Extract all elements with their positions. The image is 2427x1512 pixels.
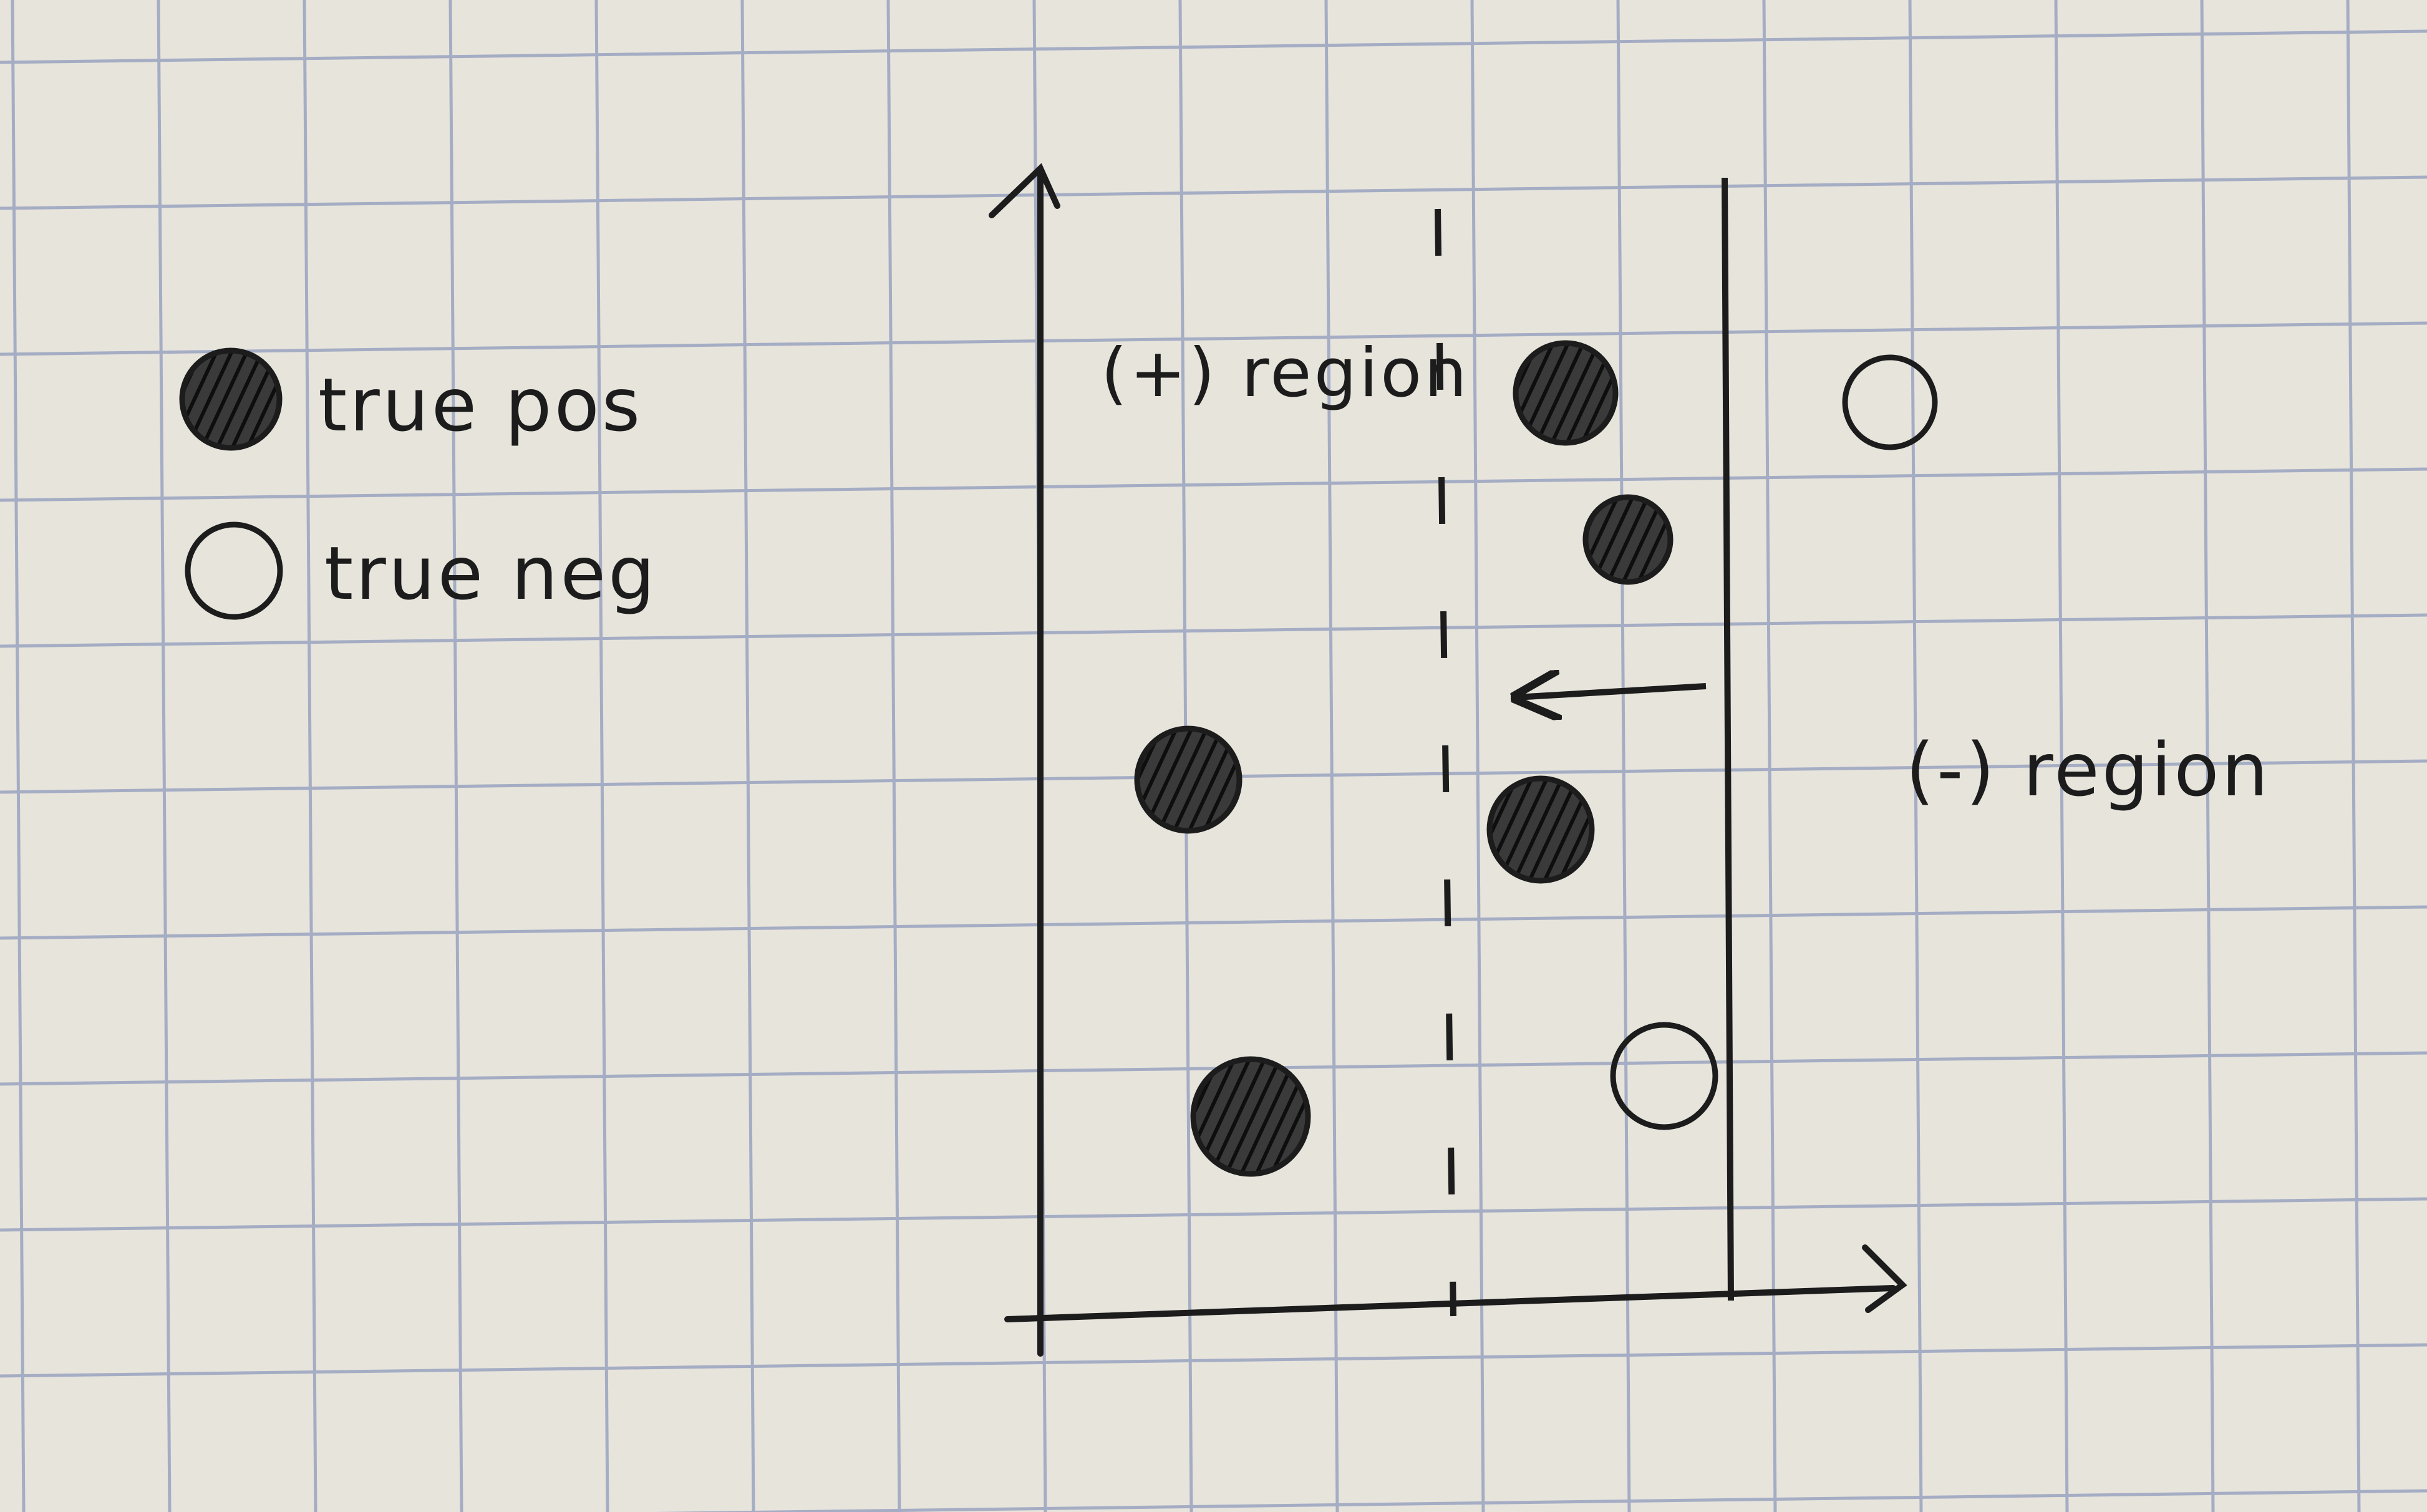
grid-line-horizontal (0, 321, 2427, 356)
true-neg-point (1842, 354, 1938, 450)
grid-line-vertical (1762, 0, 1777, 1512)
grid-line-horizontal (0, 175, 2427, 210)
true-pos-point (1134, 725, 1243, 834)
y-axis-arrow (989, 163, 1060, 218)
positive-region-label: (+) region (1101, 334, 1470, 412)
grid-line-horizontal (0, 613, 2427, 648)
legend-true-pos-label: true pos (318, 362, 642, 448)
grid-line-horizontal (0, 1051, 2427, 1086)
grid-line-horizontal (0, 29, 2427, 64)
grid-line-vertical (448, 0, 463, 1512)
grid-line-vertical (594, 0, 609, 1512)
shift-arrow (1516, 686, 1707, 697)
grid-line-horizontal (0, 905, 2427, 940)
true-negative-points (1610, 354, 1938, 1130)
grid-line-vertical (1324, 0, 1339, 1512)
grid-line-horizontal (655, 1489, 2427, 1512)
true-pos-point (1486, 775, 1595, 884)
true-pos-point (1513, 340, 1619, 446)
grid-line-vertical (1908, 0, 1923, 1512)
true-pos-point (1582, 494, 1674, 585)
grid-line-vertical (2054, 0, 2069, 1512)
shifted-threshold-line (1435, 208, 1456, 1317)
original-threshold-line (1722, 177, 1734, 1301)
x-axis-arrow (1862, 1244, 1907, 1313)
grid-line-horizontal (0, 467, 2427, 502)
grid-line-vertical (157, 0, 172, 1512)
legend-true-pos-icon (179, 347, 283, 451)
legend-true-neg-label: true neg (324, 530, 657, 616)
legend: true pos true neg (179, 347, 657, 620)
grid-line-horizontal (0, 1197, 2427, 1232)
grid-line-vertical (2346, 0, 2361, 1512)
grid-line-vertical (1470, 0, 1485, 1512)
legend-true-neg-icon (185, 521, 283, 620)
grid-line-vertical (11, 0, 26, 1512)
true-pos-point (1190, 1056, 1311, 1177)
grid-line-vertical (2200, 0, 2215, 1512)
true-neg-point (1610, 1022, 1718, 1130)
negative-region-label: (-) region (1906, 727, 2270, 813)
grid-line-vertical (1616, 0, 1631, 1512)
grid-line-vertical (740, 0, 755, 1512)
grid-line-horizontal (0, 1343, 2427, 1378)
grid-line-vertical (303, 0, 317, 1512)
grid-line-vertical (886, 0, 901, 1512)
true-positive-points (1134, 340, 1674, 1177)
